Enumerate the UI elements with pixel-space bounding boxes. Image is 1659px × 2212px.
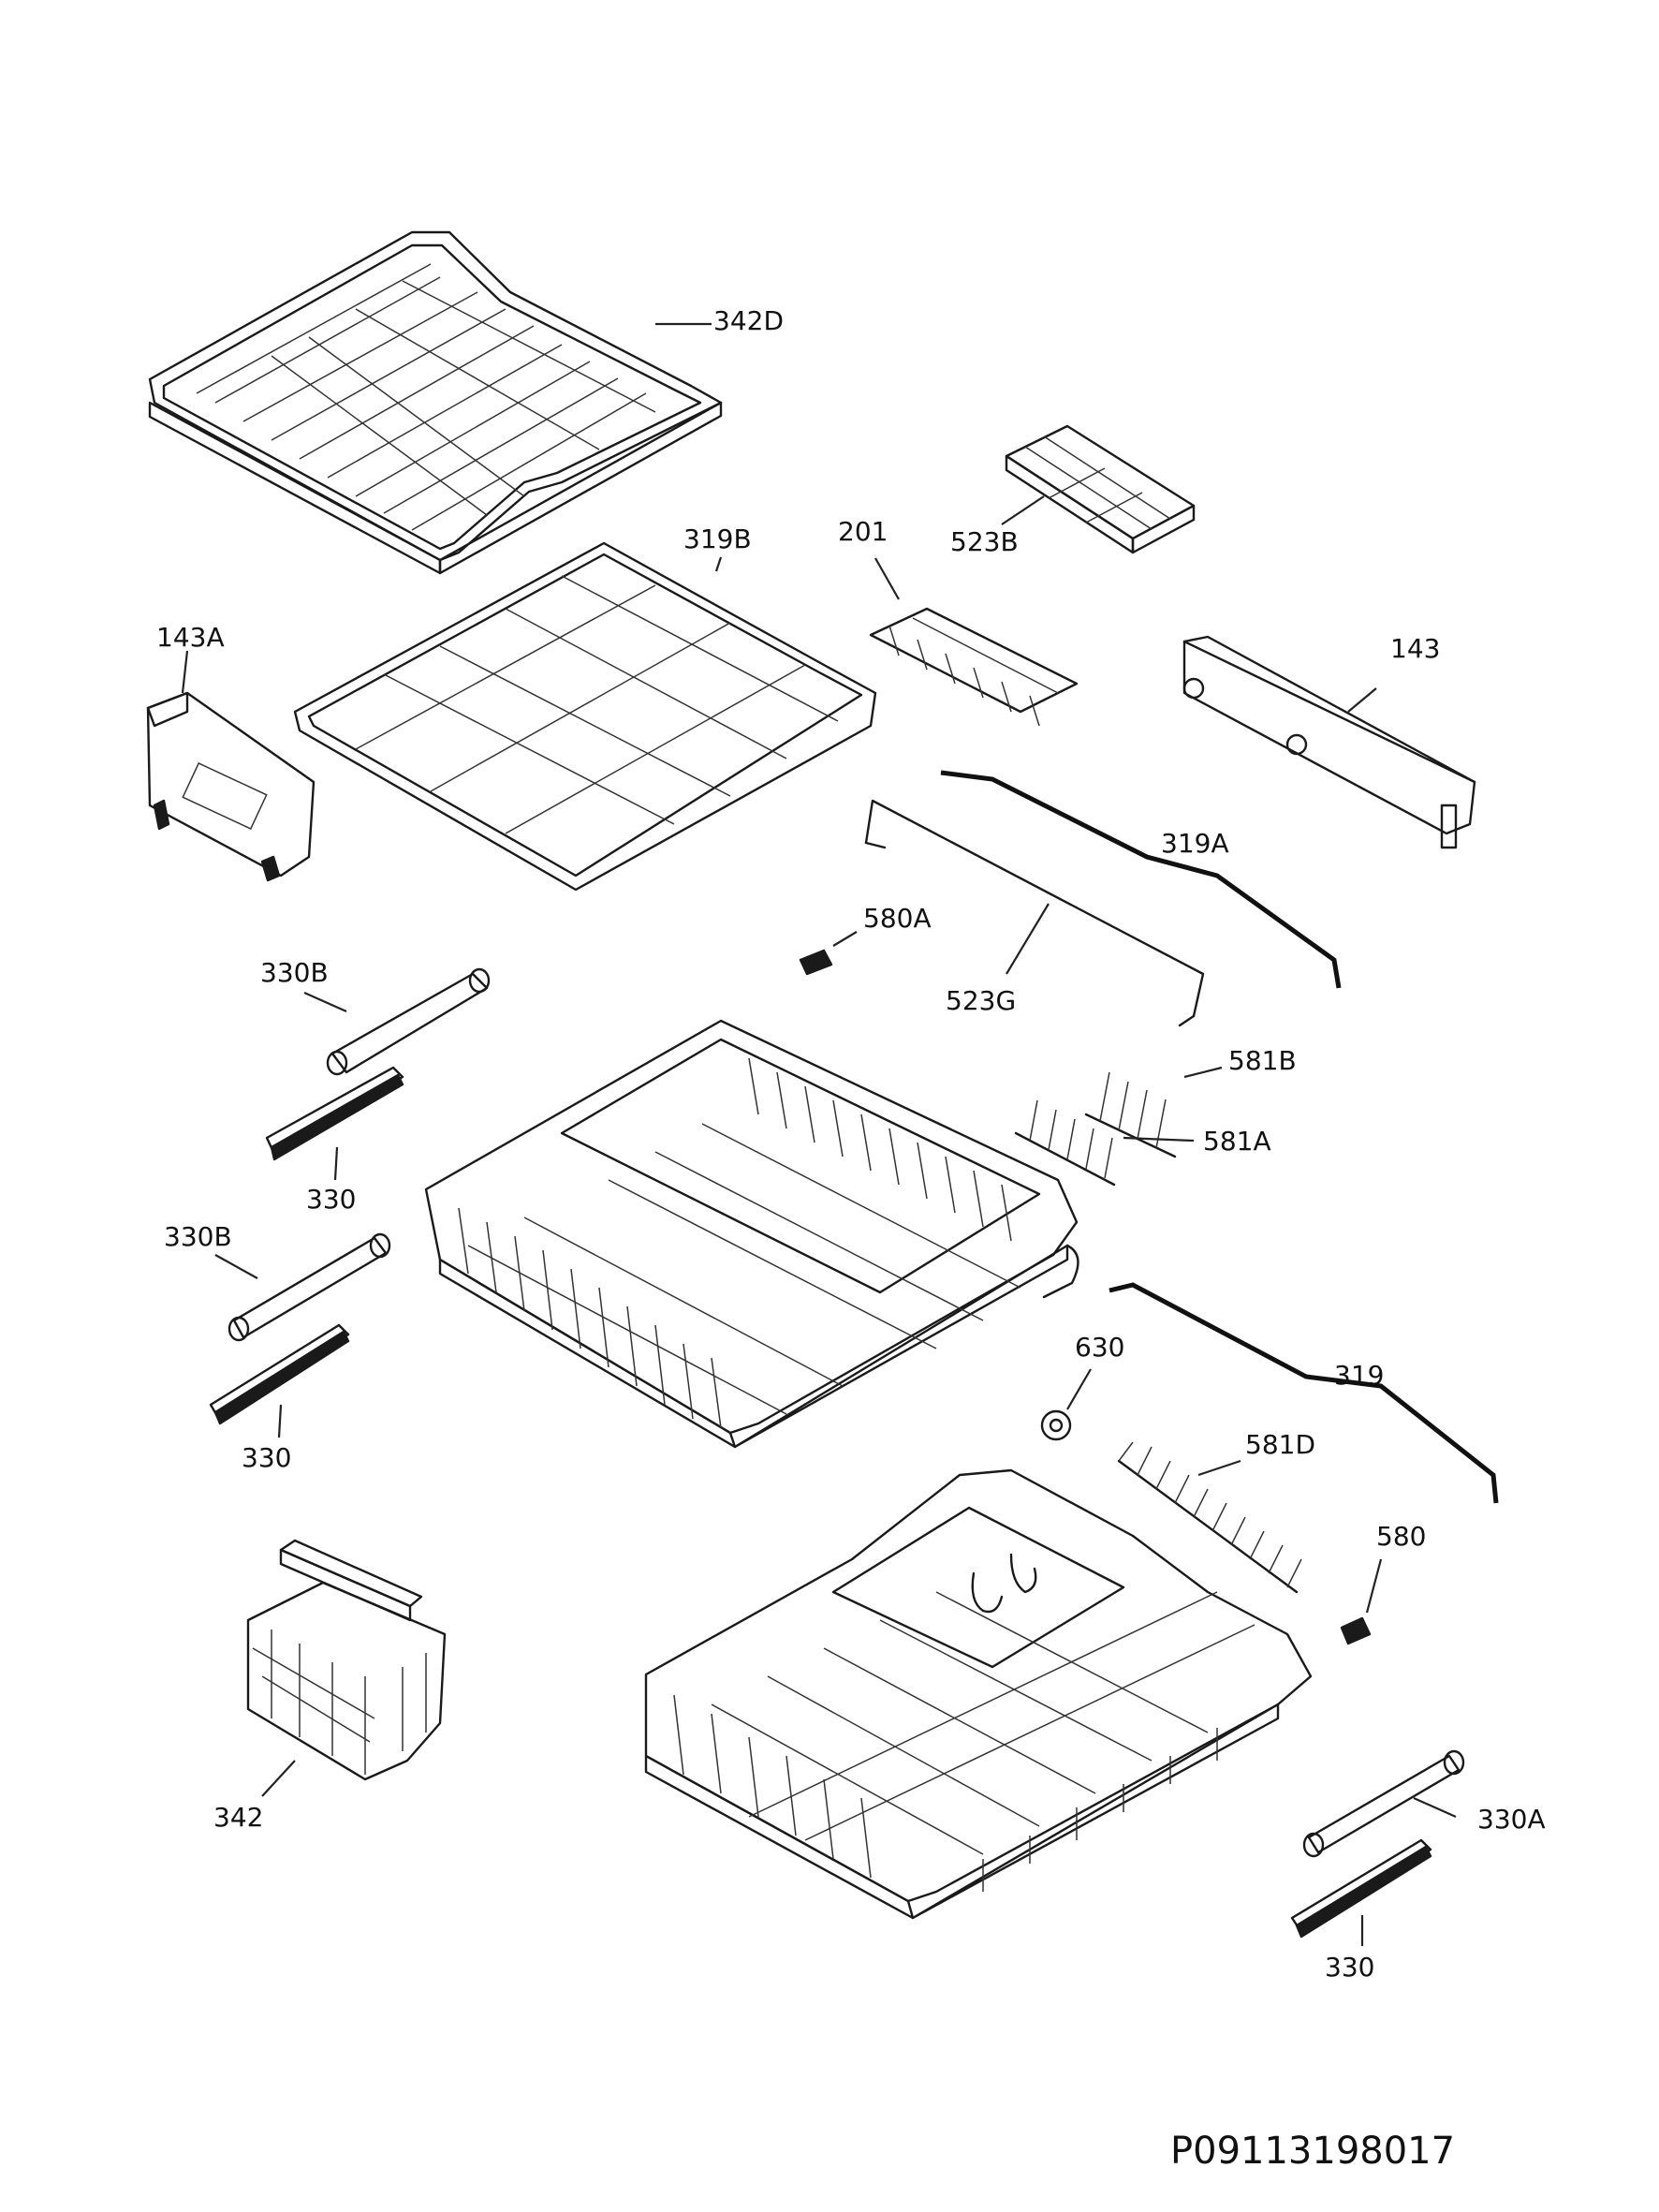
rail-319a bbox=[940, 770, 1342, 989]
rail-strip-330-lower bbox=[1290, 1838, 1432, 1946]
tine-section-581d bbox=[1117, 1441, 1302, 1594]
callout-330-lower: 330 bbox=[1325, 1952, 1374, 1983]
callout-330-middle: 330 bbox=[242, 1442, 291, 1473]
wire-frame-319b bbox=[293, 541, 877, 892]
callout-143: 143 bbox=[1390, 633, 1440, 664]
tine-section-581a bbox=[1014, 1099, 1195, 1187]
cutlery-basket-342 bbox=[246, 1539, 447, 1797]
callout-319b: 319B bbox=[683, 524, 752, 554]
callout-330b-lower: 330B bbox=[164, 1221, 232, 1252]
callout-580a: 580A bbox=[863, 903, 932, 934]
callout-319a: 319A bbox=[1161, 828, 1229, 859]
wire-rod-523g bbox=[864, 799, 1205, 1027]
rail-strip-330-middle bbox=[209, 1323, 350, 1438]
document-id: P09113198017 bbox=[1170, 2130, 1455, 2173]
tine-section-581b bbox=[1084, 1066, 1223, 1158]
clip-580 bbox=[1340, 1558, 1383, 1645]
callout-581a: 581A bbox=[1203, 1126, 1271, 1157]
rail-319 bbox=[1108, 1282, 1499, 1504]
cutlery-tray-342d bbox=[148, 230, 723, 575]
callout-630: 630 bbox=[1075, 1332, 1124, 1363]
callout-319: 319 bbox=[1334, 1360, 1384, 1391]
upper-dish-rack bbox=[424, 1019, 1079, 1449]
callout-342: 342 bbox=[213, 1802, 263, 1833]
callout-342d: 342D bbox=[713, 305, 784, 336]
lower-dish-rack bbox=[644, 1468, 1313, 1920]
callout-523g: 523G bbox=[946, 985, 1016, 1016]
callout-580: 580 bbox=[1376, 1521, 1426, 1552]
rack-rail-bracket-143 bbox=[1182, 635, 1476, 849]
clip-580a bbox=[799, 931, 858, 976]
callout-581b: 581B bbox=[1228, 1045, 1297, 1076]
callout-330a: 330A bbox=[1477, 1804, 1546, 1835]
callout-143a: 143A bbox=[156, 622, 225, 653]
wheel-630 bbox=[1040, 1368, 1092, 1441]
rack-insert-523b bbox=[1001, 424, 1196, 554]
callout-201: 201 bbox=[838, 516, 888, 547]
callout-581d: 581D bbox=[1245, 1429, 1315, 1460]
end-cap-330a bbox=[1302, 1749, 1465, 1858]
end-cap-330b-upper bbox=[303, 967, 491, 1076]
end-cap-330b-lower bbox=[214, 1232, 391, 1342]
callout-523b: 523B bbox=[950, 526, 1019, 557]
callout-330-upper: 330 bbox=[306, 1184, 356, 1215]
fold-down-tines-201 bbox=[869, 557, 1079, 727]
callout-330b-upper: 330B bbox=[260, 957, 329, 988]
rack-adjuster-143a bbox=[146, 650, 316, 882]
rail-strip-330-upper bbox=[265, 1066, 404, 1181]
